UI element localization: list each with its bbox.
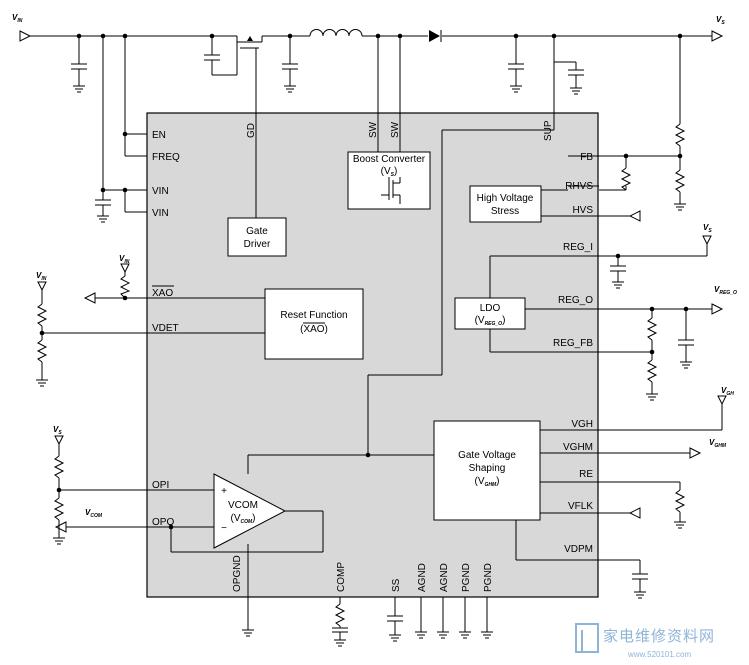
label-vcom: VCOM: [85, 508, 103, 519]
label-vs-top: VS: [716, 15, 725, 26]
pin-reg-fb: REG_FB: [553, 338, 593, 349]
gate-driver-label-2: Driver: [244, 239, 271, 250]
pin-vdet: VDET: [152, 323, 179, 334]
reset-label-2: (XAO): [300, 324, 328, 335]
input-capacitor: [71, 36, 87, 93]
label-vin-xao: VIN: [119, 254, 130, 265]
label-vs-opi: VS: [53, 425, 62, 436]
switch-capacitor: [204, 36, 238, 76]
label-vs-reg: VS: [703, 223, 712, 234]
hvs-block: [469, 185, 542, 223]
pin-reg-i: REG_I: [563, 242, 593, 253]
pin-comp: COMP: [336, 562, 347, 592]
pin-sw-2: SW: [390, 121, 401, 138]
vcom-label-1: VCOM: [228, 500, 258, 511]
gate-voltage-shaping-block: [433, 420, 541, 521]
boost-nmos: [381, 177, 401, 204]
hvs-label-2: Stress: [491, 206, 519, 217]
hvs-label-1: High Voltage: [477, 193, 534, 204]
pin-opi: OPI: [152, 480, 169, 491]
gate-driver-label-1: Gate: [246, 226, 268, 237]
opamp-plus: +: [221, 486, 227, 497]
gvs-label-3: (VGHM): [474, 476, 499, 488]
pin-agnd-1: AGND: [417, 563, 428, 592]
top-power-rail: [19, 29, 724, 218]
watermark: 家电维修资料网 www.520101.com: [575, 623, 715, 659]
pin-sup: SUP: [543, 120, 554, 141]
pin-vghm: VGHM: [563, 442, 593, 453]
boost-label-2: (VS): [381, 166, 398, 178]
pin-vgh: VGH: [571, 419, 593, 430]
pin-sw-1: SW: [368, 121, 379, 138]
boost-label-1: Boost Converter: [353, 154, 426, 165]
gvs-label-1: Gate Voltage: [458, 450, 516, 461]
label-vreg-o: VREG_O: [714, 285, 737, 296]
pin-vin-1: VIN: [152, 186, 169, 197]
vcom-label-2: (VCOM): [230, 513, 255, 525]
gvs-label-2: Shaping: [469, 463, 506, 474]
reset-function-block: [264, 288, 364, 360]
pin-hvs: HVS: [572, 205, 593, 216]
pin-en: EN: [152, 130, 166, 141]
pin-vflk: VFLK: [568, 501, 593, 512]
pin-agnd-2: AGND: [439, 563, 450, 592]
pin-pgnd-2: PGND: [483, 563, 494, 592]
fb-divider: [674, 36, 686, 211]
output-capacitor-2: [553, 36, 584, 95]
boost-input-capacitor: [282, 36, 298, 93]
pin-vin-2: VIN: [152, 208, 169, 219]
label-vin-top: VIN: [12, 13, 23, 24]
vin-capacitor: [95, 190, 111, 223]
pin-opgnd: OPGND: [232, 555, 243, 592]
watermark-text: 家电维修资料网: [603, 628, 715, 645]
ldo-label-2: (VREG_O): [475, 315, 506, 327]
reset-label-1: Reset Function: [280, 310, 347, 321]
pin-freq: FREQ: [152, 152, 180, 163]
pin-gd: GD: [246, 123, 257, 138]
ldo-block: [454, 297, 526, 330]
pin-rhvs: RHVS: [565, 181, 593, 192]
label-vin-vdet: VIN: [36, 271, 47, 282]
pin-xao: XAO: [152, 288, 173, 299]
pin-re: RE: [579, 469, 593, 480]
ground-pins: [415, 597, 493, 639]
opamp-minus: −: [221, 523, 227, 534]
vcom-opamp: [213, 473, 287, 549]
gate-driver-block: [227, 217, 287, 257]
label-vgh: VGH: [721, 386, 734, 397]
watermark-url: www.520101.com: [627, 650, 691, 659]
ldo-label-1: LDO: [480, 303, 501, 314]
pin-opo: OPO: [152, 517, 174, 528]
pin-vdpm: VDPM: [564, 544, 593, 555]
output-capacitor-1: [508, 36, 524, 93]
label-vghm: VGHM: [709, 438, 727, 449]
pin-pgnd-1: PGND: [461, 563, 472, 592]
pin-fb: FB: [580, 152, 593, 163]
pin-reg-o: REG_O: [558, 295, 593, 306]
pin-ss: SS: [391, 578, 402, 592]
